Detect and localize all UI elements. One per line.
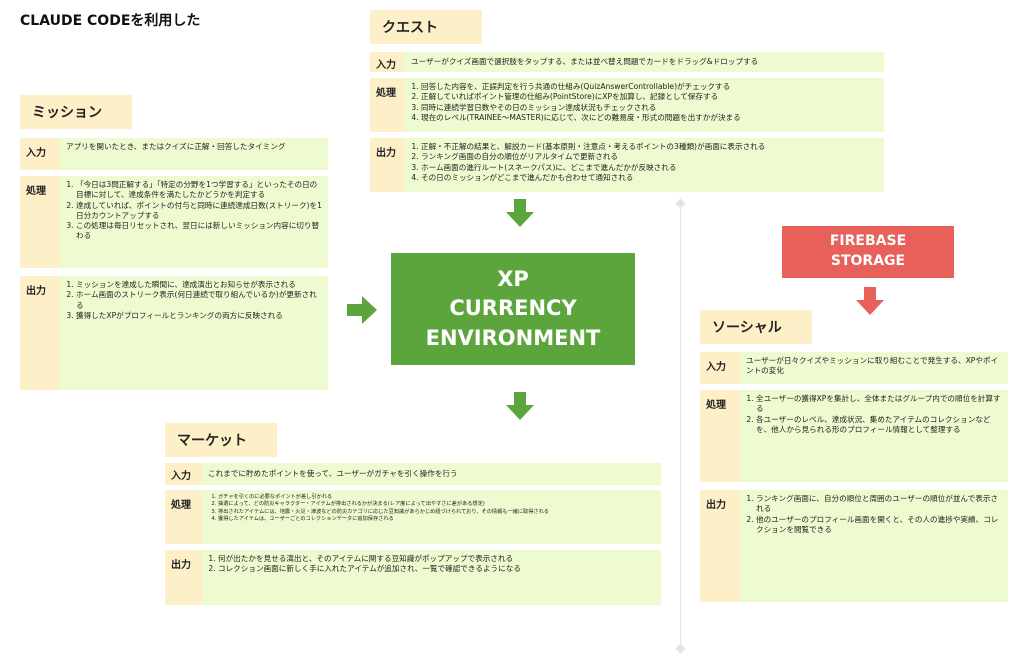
market-output-list: 何が出たかを見せる演出と、そのアイテムに関する豆知識がポップアップで表示される … — [202, 550, 661, 605]
quest-process-label: 処理 — [370, 78, 405, 132]
mission-process-list: 「今日は3問正解する」「特定の分野を1つ学習する」といったその日の目標に対して、… — [60, 176, 328, 268]
list-item: ランキング画面に、自分の順位と周囲のユーザーの順位が並んで表示される — [756, 494, 1002, 515]
social-output-list: ランキング画面に、自分の順位と周囲のユーザーの順位が並んで表示される 他のユーザ… — [740, 490, 1008, 602]
list-item: 同時に連続学習日数やその日のミッション達成状況もチェックされる — [421, 103, 878, 113]
down-arrow-icon — [856, 287, 884, 315]
social-input-text: ユーザーが日々クイズやミッションに取り組むことで発生する、XPやポイントの変化 — [740, 352, 1008, 384]
list-item: その日のミッションがどこまで進んだかも合わせて通知される — [421, 173, 878, 183]
firebase-line: STORAGE — [830, 253, 906, 269]
quest-output-label: 出力 — [370, 138, 405, 192]
market-process-row: 処理 ガチャを引くのに必要なポイントが差し引かれる 抽選によって、どの防災キャラ… — [165, 490, 661, 544]
mission-output-list: ミッションを達成した瞬間に、達成演出とお知らせが表示される ホーム画面のストリー… — [60, 276, 328, 390]
social-input-row: 入力 ユーザーが日々クイズやミッションに取り組むことで発生する、XPやポイントの… — [700, 352, 1008, 384]
mission-heading: ミッション — [20, 95, 132, 129]
list-item: 現在のレベル(TRAINEE〜MASTER)に応じて、次にどの難易度・形式の問題… — [421, 113, 878, 123]
social-output-label: 出力 — [700, 490, 740, 602]
list-item: この処理は毎日リセットされ、翌日には新しいミッション内容に切り替わる — [76, 221, 322, 242]
firebase-line: FIREBASE — [829, 233, 907, 250]
down-arrow-icon — [506, 199, 534, 227]
market-input-text: これまでに貯めたポイントを使って、ユーザーがガチャを引く操作を行う — [202, 463, 661, 485]
list-item: 達成していれば、ポイントの付与と同時に連続達成日数(ストリーク)を1日分カウント… — [76, 201, 322, 222]
social-title: ソーシャル — [712, 320, 782, 336]
market-process-list: ガチャを引くのに必要なポイントが差し引かれる 抽選によって、どの防災キャラクター… — [202, 490, 661, 544]
xp-currency-environment-box: XP CURRENCY ENVIRONMENT — [391, 253, 635, 365]
list-item: 回答した内容を、正誤判定を行う共通の仕組み(QuizAnswerControll… — [421, 82, 878, 92]
list-item: 他のユーザーのプロフィール画面を開くと、その人の進捗や実績、コレクションを閲覧で… — [756, 515, 1002, 536]
social-process-row: 処理 全ユーザーの獲得XPを集計し、全体またはグループ内での順位を計算する 各ユ… — [700, 390, 1008, 482]
mission-output-row: 出力 ミッションを達成した瞬間に、達成演出とお知らせが表示される ホーム画面のス… — [20, 276, 328, 390]
divider-dot-bottom — [675, 643, 686, 654]
quest-heading: クエスト — [370, 10, 482, 44]
center-line: XP — [497, 266, 529, 291]
mission-process-row: 処理 「今日は3問正解する」「特定の分野を1つ学習する」といったその日の目標に対… — [20, 176, 328, 268]
list-item: 各ユーザーのレベル、達成状況、集めたアイテムのコレクションなどを、他人から見られ… — [756, 415, 1002, 436]
list-item: 「今日は3問正解する」「特定の分野を1つ学習する」といったその日の目標に対して、… — [76, 180, 322, 201]
center-line: CURRENCY — [449, 296, 577, 321]
quest-title: クエスト — [382, 20, 438, 36]
quest-process-row: 処理 回答した内容を、正誤判定を行う共通の仕組み(QuizAnswerContr… — [370, 78, 884, 132]
market-input-row: 入力 これまでに貯めたポイントを使って、ユーザーがガチャを引く操作を行う — [165, 463, 661, 485]
list-item: ホーム画面の進行ルート(スネークパス)に、どこまで進んだかが反映される — [421, 163, 878, 173]
mission-input-label: 入力 — [20, 138, 60, 170]
mission-process-label: 処理 — [20, 176, 60, 268]
market-output-label: 出力 — [165, 550, 202, 605]
quest-output-list: 正解・不正解の結果と、解説カード(基本原則・注意点・考えるポイントの3種類)が画… — [405, 138, 884, 192]
social-process-list: 全ユーザーの獲得XPを集計し、全体またはグループ内での順位を計算する 各ユーザー… — [740, 390, 1008, 482]
firebase-storage-box: FIREBASE STORAGE — [782, 226, 954, 278]
market-process-label: 処理 — [165, 490, 202, 544]
social-input-label: 入力 — [700, 352, 740, 384]
social-output-row: 出力 ランキング画面に、自分の順位と周囲のユーザーの順位が並んで表示される 他の… — [700, 490, 1008, 602]
mission-input-row: 入力 アプリを開いたとき、またはクイズに正解・回答したタイミング — [20, 138, 328, 170]
list-item: 排出されたアイテムには、地震・火災・津波などの防災カテゴリに応じた豆知識があらか… — [218, 509, 655, 516]
social-heading: ソーシャル — [700, 310, 812, 344]
list-item: 全ユーザーの獲得XPを集計し、全体またはグループ内での順位を計算する — [756, 394, 1002, 415]
list-item: ミッションを達成した瞬間に、達成演出とお知らせが表示される — [76, 280, 322, 290]
list-item: 正解・不正解の結果と、解説カード(基本原則・注意点・考えるポイントの3種類)が画… — [421, 142, 878, 152]
market-output-row: 出力 何が出たかを見せる演出と、そのアイテムに関する豆知識がポップアップで表示さ… — [165, 550, 661, 605]
mission-input-text: アプリを開いたとき、またはクイズに正解・回答したタイミング — [60, 138, 328, 170]
list-item: ガチャを引くのに必要なポイントが差し引かれる — [218, 494, 655, 501]
page-title: CLAUDE CODEを利用した — [20, 13, 201, 29]
mission-output-label: 出力 — [20, 276, 60, 390]
mission-title: ミッション — [32, 105, 102, 121]
quest-input-text: ユーザーがクイズ画面で選択肢をタップする、または並べ替え問題でカードをドラッグ&… — [405, 52, 884, 72]
list-item: ホーム画面のストリーク表示(何日連続で取り組んでいるか)が更新される — [76, 290, 322, 311]
list-item: 抽選によって、どの防災キャラクター・アイテムが排出されるかが決まる(レア度によっ… — [218, 501, 655, 508]
right-arrow-icon — [347, 296, 377, 324]
divider-dot-top — [675, 198, 686, 209]
down-arrow-icon — [506, 392, 534, 420]
social-process-label: 処理 — [700, 390, 740, 482]
list-item: 獲得したXPがプロフィールとランキングの両方に反映される — [76, 311, 322, 321]
quest-process-list: 回答した内容を、正誤判定を行う共通の仕組み(QuizAnswerControll… — [405, 78, 884, 132]
market-heading: マーケット — [165, 423, 277, 457]
quest-input-label: 入力 — [370, 52, 405, 72]
list-item: 正解していればポイント管理の仕組み(PointStore)にXPを加算し、記録と… — [421, 92, 878, 102]
vertical-divider — [680, 204, 681, 648]
center-line: ENVIRONMENT — [425, 325, 601, 350]
market-input-label: 入力 — [165, 463, 202, 485]
list-item: ランキング画面の自分の順位がリアルタイムで更新される — [421, 152, 878, 162]
list-item: 獲得したアイテムは、ユーザーごとのコレクションデータに追加保存される — [218, 516, 655, 523]
quest-input-row: 入力 ユーザーがクイズ画面で選択肢をタップする、または並べ替え問題でカードをドラ… — [370, 52, 884, 72]
quest-output-row: 出力 正解・不正解の結果と、解説カード(基本原則・注意点・考えるポイントの3種類… — [370, 138, 884, 192]
market-title: マーケット — [177, 433, 247, 449]
list-item: コレクション画面に新しく手に入れたアイテムが追加され、一覧で確認できるようになる — [218, 564, 655, 574]
list-item: 何が出たかを見せる演出と、そのアイテムに関する豆知識がポップアップで表示される — [218, 554, 655, 564]
